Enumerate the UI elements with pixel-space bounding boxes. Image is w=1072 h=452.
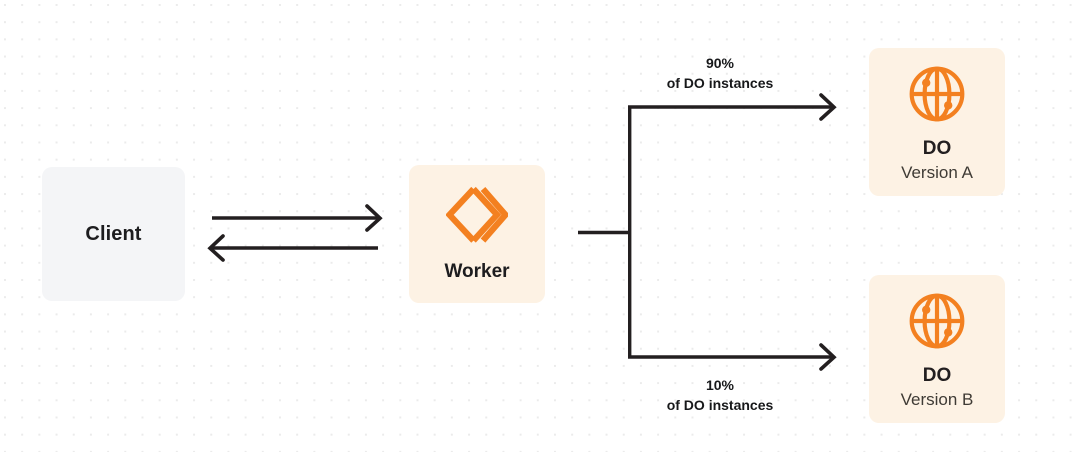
edge-label-do-a-description: of DO instances — [666, 75, 774, 92]
node-client-label: Client — [85, 222, 142, 245]
node-do-version-a: DO Version A — [869, 48, 1005, 196]
node-do-a-version: Version A — [901, 162, 973, 182]
edge-label-do-b: 10% of DO instances — [627, 375, 813, 416]
edge-label-do-a: 90% of DO instances — [627, 53, 813, 94]
arrow-worker-to-do-a — [628, 93, 837, 121]
arrow-client-to-worker — [212, 204, 383, 232]
arrow-worker-to-do-b — [628, 343, 837, 371]
cloudflare-workers-logo-icon — [445, 186, 510, 249]
node-do-a-label: DO — [922, 138, 952, 160]
durable-object-globe-icon — [908, 65, 966, 128]
node-do-b-label: DO — [922, 365, 952, 387]
node-do-version-b: DO Version B — [869, 275, 1005, 423]
node-client: Client — [42, 167, 185, 301]
connector-worker-fork — [578, 107, 632, 357]
edge-label-do-a-percent: 90% — [705, 55, 735, 71]
edge-label-do-b-description: of DO instances — [666, 397, 774, 414]
durable-object-globe-icon — [908, 292, 966, 355]
node-do-b-version: Version B — [900, 389, 974, 409]
edge-label-do-b-percent: 10% — [705, 377, 735, 393]
arrow-worker-to-client — [207, 234, 378, 262]
node-worker: Worker — [409, 165, 545, 303]
node-worker-label: Worker — [444, 260, 510, 282]
